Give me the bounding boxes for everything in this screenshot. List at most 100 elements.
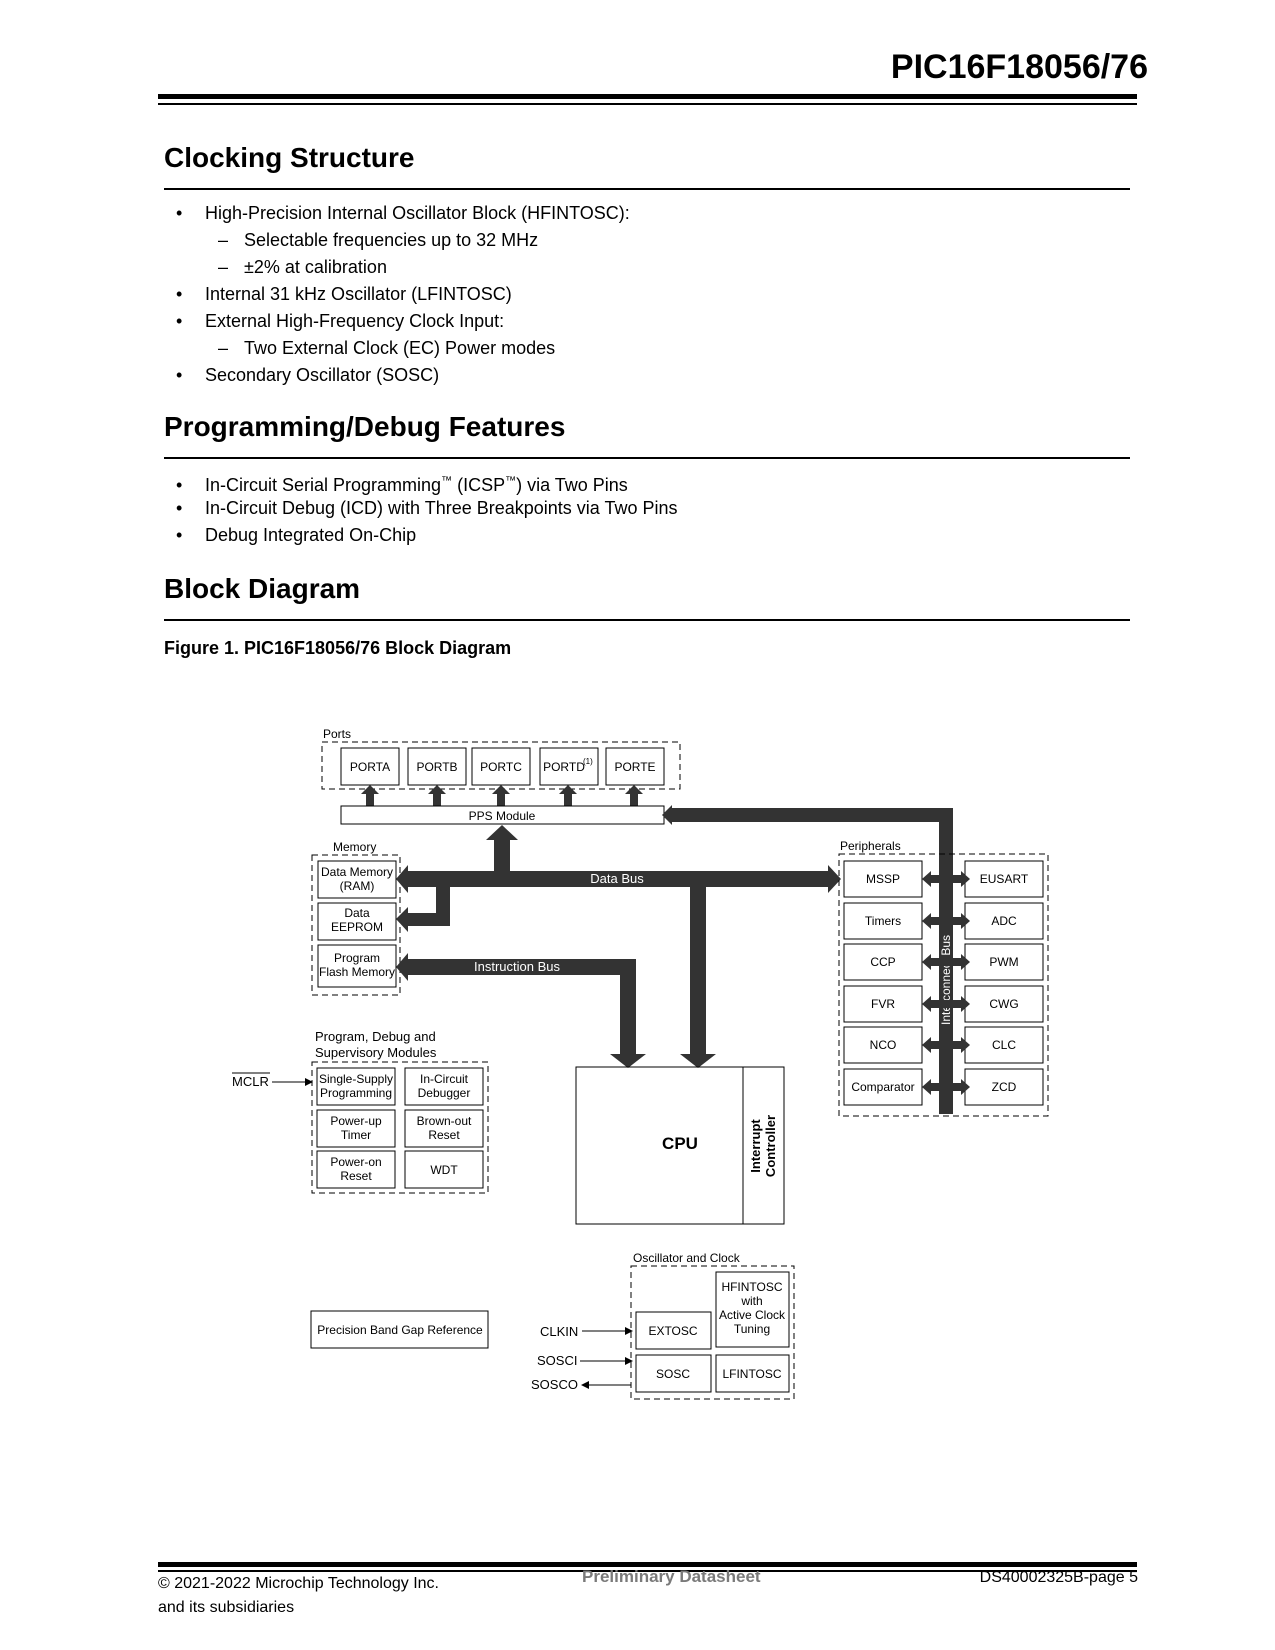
wdt-label: WDT [430, 1163, 458, 1177]
sosci-label: SOSCI [537, 1353, 577, 1368]
peripheral-label: Comparator [851, 1080, 914, 1094]
peripherals-label: Peripherals [840, 839, 901, 853]
icd-label: Debugger [418, 1086, 471, 1100]
peripheral-label: CCP [870, 955, 895, 969]
peripheral-label: CLC [992, 1038, 1016, 1052]
block-heading: Block Diagram [164, 573, 361, 604]
pds-label: Program, Debug and [315, 1029, 436, 1044]
pps-label: PPS Module [469, 809, 536, 823]
bor-label: Reset [428, 1128, 460, 1142]
program-flash-box [317, 944, 397, 988]
section-rule [164, 188, 1130, 190]
clocking-list: •High-Precision Internal Oscillator Bloc… [176, 200, 630, 389]
data-eeprom-label: EEPROM [331, 920, 383, 934]
port-label: PORTB [416, 760, 457, 774]
single-supply-label: Single-Supply [319, 1072, 393, 1086]
pwrt-box [316, 1109, 396, 1148]
interconnect-label: Interconnect Bus [939, 935, 953, 1025]
peripheral-right-column [964, 860, 1044, 1106]
list-item: •High-Precision Internal Oscillator Bloc… [176, 203, 630, 223]
footer-rule [158, 1562, 1137, 1567]
extosc-label: EXTOSC [648, 1324, 697, 1338]
list-item: •External High-Frequency Clock Input: [176, 311, 505, 331]
port-note: (1) [583, 757, 593, 766]
peripheral-label: PWM [989, 955, 1018, 969]
peripheral-left-column [843, 860, 923, 1106]
sosco-label: SOSCO [531, 1377, 578, 1392]
lfintosc-box [715, 1354, 790, 1393]
cpu-box [575, 1066, 785, 1225]
hfintosc-label: Tuning [734, 1322, 770, 1336]
section-rule [164, 619, 1130, 621]
program-flash-label: Program [334, 951, 380, 965]
list-item: •Internal 31 kHz Oscillator (LFINTOSC) [176, 284, 512, 304]
bor-box [404, 1109, 484, 1148]
peripheral-label: Timers [865, 914, 901, 928]
header-rule [158, 94, 1137, 99]
figure-caption: Figure 1. PIC16F18056/76 Block Diagram [164, 638, 512, 658]
port-label: PORTA [350, 760, 390, 774]
bor-label: Brown-out [417, 1114, 472, 1128]
mclr-label: MCLR [232, 1074, 269, 1089]
sosc-label: SOSC [656, 1367, 690, 1381]
bandgap-box [310, 1310, 489, 1349]
header-rule-thin [158, 103, 1137, 105]
por-box [316, 1150, 396, 1189]
data-bus [396, 825, 841, 1068]
hfintosc-box [715, 1271, 790, 1348]
single-supply-box [316, 1067, 396, 1106]
por-label: Power-on [330, 1155, 381, 1169]
list-item: •Debug Integrated On-Chip [176, 525, 417, 545]
list-item: –Two External Clock (EC) Power modes [218, 338, 556, 358]
hfintosc-label: HFINTOSC [721, 1280, 782, 1294]
extosc-box [635, 1311, 712, 1350]
port-box [605, 747, 665, 786]
pds-group [311, 1061, 489, 1194]
icd-box [404, 1067, 484, 1106]
footer-copyright: © 2021-2022 Microchip Technology Inc. an… [158, 1575, 439, 1616]
peripheral-label: CWG [989, 997, 1018, 1011]
peripheral-label: MSSP [866, 872, 900, 886]
list-item: •Secondary Oscillator (SOSC) [176, 365, 440, 385]
peripheral-label: EUSART [980, 872, 1029, 886]
peripheral-label: NCO [870, 1038, 897, 1052]
port-label: PORTE [614, 760, 655, 774]
list-item: –Selectable frequencies up to 32 MHz [218, 230, 539, 250]
program-flash-label: Flash Memory [319, 965, 395, 979]
sosc-box [635, 1354, 712, 1393]
ports-label: Ports [323, 727, 351, 741]
debug-heading: Programming/Debug Features [164, 411, 566, 442]
memory-group [311, 854, 401, 996]
pwrt-label: Timer [341, 1128, 371, 1142]
list-item: •In-Circuit Debug (ICD) with Three Break… [176, 498, 678, 518]
clocking-heading: Clocking Structure [164, 142, 415, 173]
peripheral-label: ADC [991, 914, 1017, 928]
footer-status: Preliminary Datasheet [582, 1567, 761, 1586]
data-memory-label: Data Memory [321, 865, 393, 879]
icd-label: In-Circuit [420, 1072, 469, 1086]
interrupt-controller-label: Interrupt [748, 1119, 763, 1173]
single-supply-label: Programming [320, 1086, 392, 1100]
por-label: Reset [340, 1169, 372, 1183]
memory-label: Memory [333, 840, 376, 854]
pds-label: Supervisory Modules [315, 1045, 437, 1060]
list-item: –±2% at calibration [218, 257, 387, 277]
port-label: PORTC [480, 760, 522, 774]
data-memory-label: (RAM) [340, 879, 375, 893]
peripheral-label: ZCD [992, 1080, 1017, 1094]
port-label: PORTD [543, 760, 585, 774]
instruction-bus-label: Instruction Bus [474, 959, 560, 974]
cpu-label: CPU [662, 1134, 698, 1153]
document-title: PIC16F18056/76 [890, 48, 1148, 86]
peripherals-group [838, 853, 1049, 1117]
footer-rule-thin [158, 1570, 1137, 1572]
lfintosc-label: LFINTOSC [722, 1367, 781, 1381]
port-box [539, 747, 599, 786]
peripheral-label: FVR [871, 997, 895, 1011]
hfintosc-label: Active Clock [719, 1308, 786, 1322]
data-eeprom-box [317, 902, 397, 941]
hfintosc-label: with [740, 1294, 762, 1308]
osc-label: Oscillator and Clock [633, 1251, 741, 1265]
data-eeprom-label: Data [344, 906, 370, 920]
